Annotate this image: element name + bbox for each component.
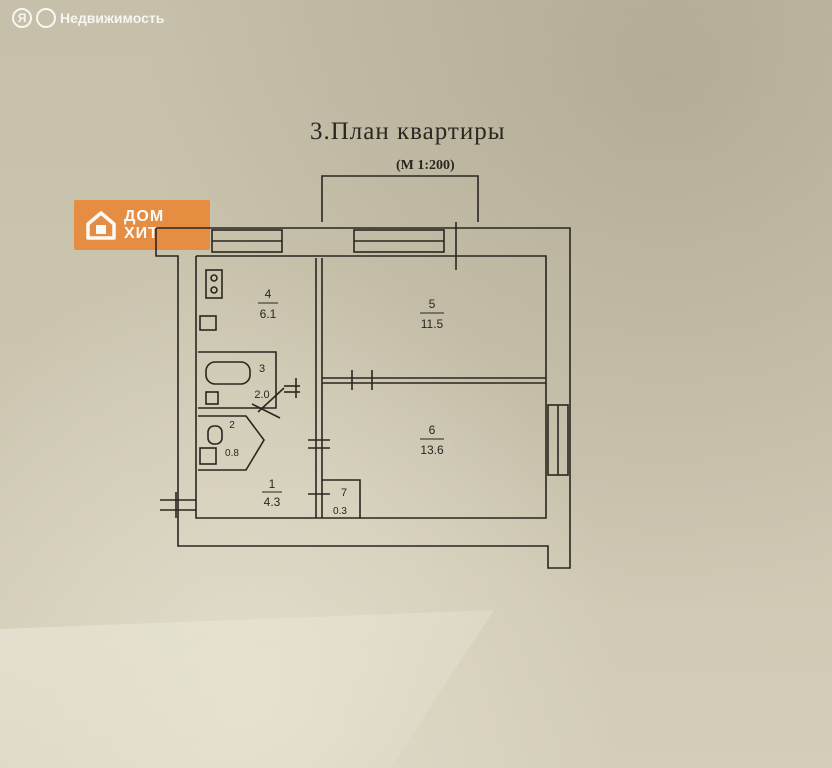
plan-scale: (М 1:200): [396, 158, 455, 173]
room-6-area: 13.6: [420, 443, 444, 457]
yandex-logo-icon: Я: [12, 8, 32, 28]
ring-icon: [36, 8, 56, 28]
room-1-number: 1: [269, 477, 276, 491]
room-6-number: 6: [429, 423, 436, 437]
plan-walls: [155, 175, 571, 569]
yandex-realty-watermark: Я Недвижимость: [12, 8, 164, 28]
room-labels: 1 4.3 2 0.8 3 2.0 4 6.1 5 11.5 6 13.6 7 …: [225, 287, 444, 517]
room-4-number: 4: [265, 287, 272, 301]
domhit-logo: ДОМ ХИТ: [74, 200, 210, 250]
logo-line-1: ДОМ: [124, 208, 165, 225]
plan-title: 3.План квартиры: [310, 118, 506, 145]
room-2-area: 0.8: [225, 448, 239, 459]
room-5-number: 5: [429, 297, 436, 311]
watermark-text: Недвижимость: [60, 10, 165, 26]
room-7-area: 0.3: [333, 506, 347, 517]
logo-line-2: ХИТ: [124, 225, 159, 242]
room-2-number: 2: [229, 420, 235, 431]
room-5-area: 11.5: [421, 317, 444, 331]
room-4-area: 6.1: [260, 307, 277, 321]
room-3-number: 3: [259, 363, 265, 375]
house-icon: [86, 211, 116, 240]
room-3-area: 2.0: [254, 389, 269, 401]
room-1-area: 4.3: [264, 495, 281, 509]
room-7-number: 7: [341, 487, 347, 499]
